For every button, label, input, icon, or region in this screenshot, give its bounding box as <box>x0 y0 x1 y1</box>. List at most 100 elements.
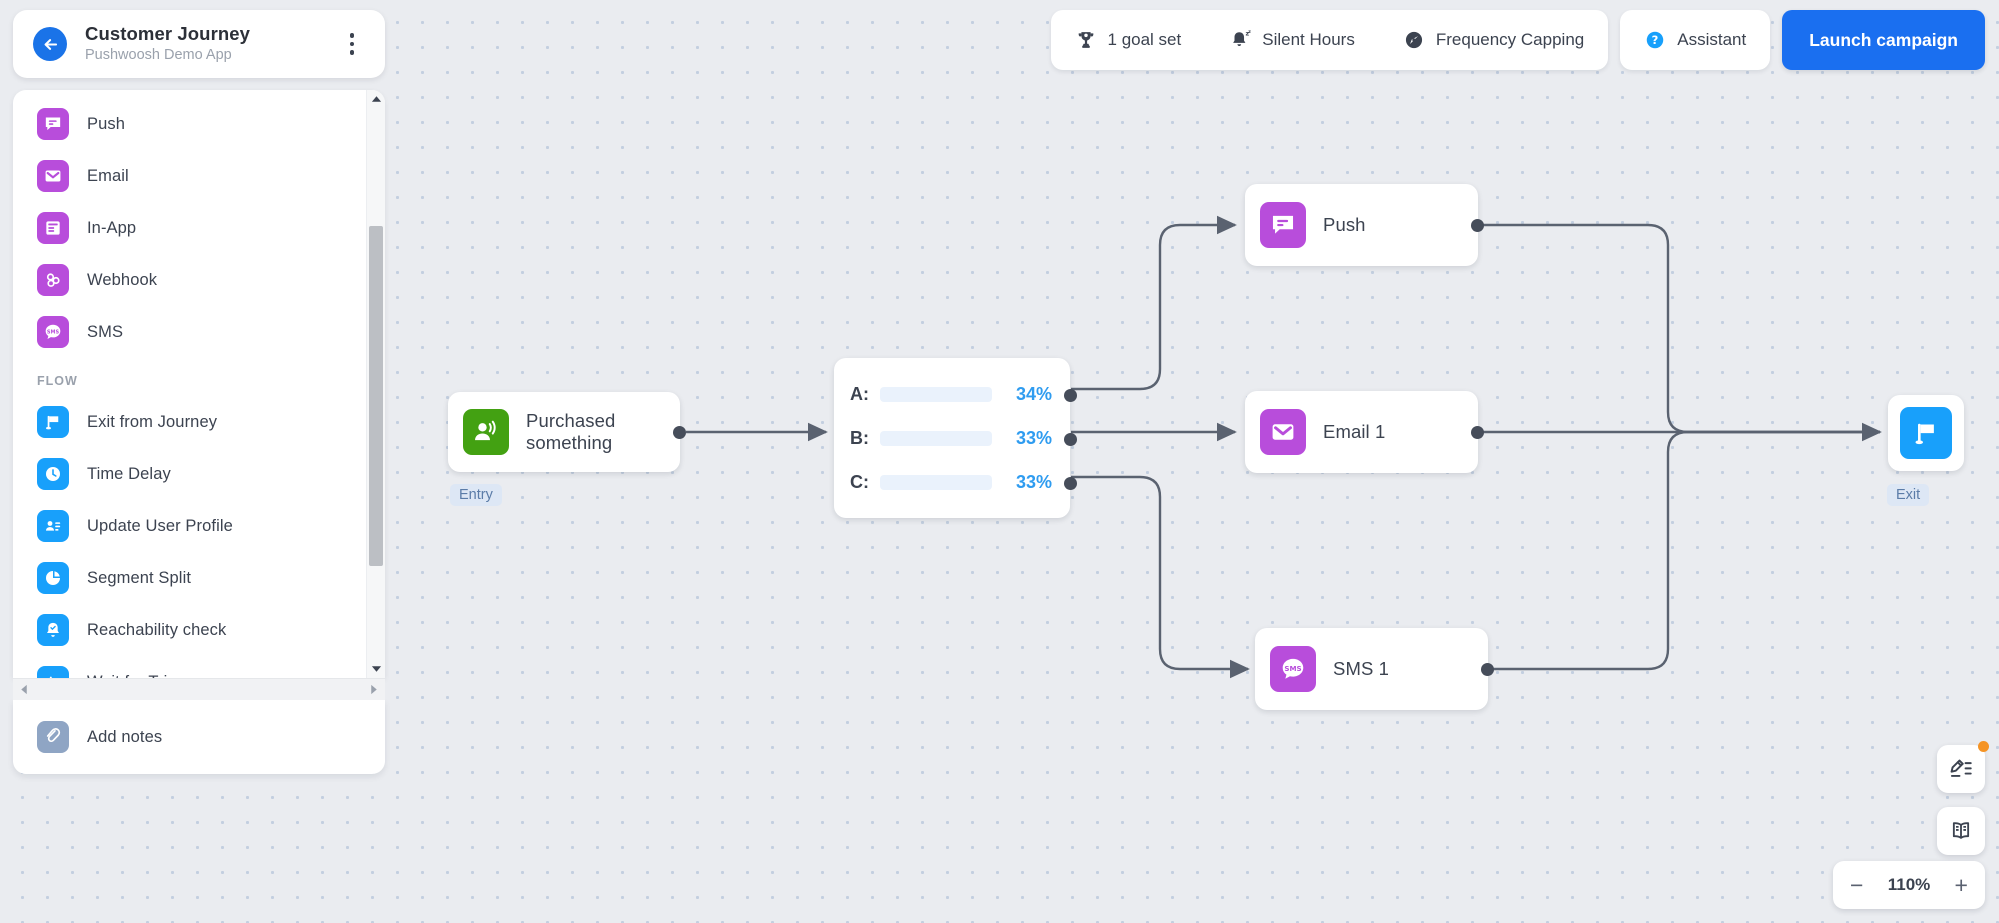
zoom-controls: − 110% + <box>1833 861 1985 909</box>
split-letter-a: A: <box>850 383 869 404</box>
audience-icon <box>463 409 509 455</box>
svg-text:z: z <box>1249 30 1252 35</box>
user-card-icon <box>37 510 69 542</box>
exit-badge: Exit <box>1887 484 1930 506</box>
launch-campaign-label: Launch campaign <box>1809 29 1958 50</box>
output-port-entry[interactable] <box>673 426 686 439</box>
back-arrow-icon[interactable] <box>33 27 67 61</box>
notes-icon <box>37 721 69 753</box>
node-entry-purchased-something[interactable]: Purchased something <box>448 392 686 472</box>
split-track-c <box>880 474 992 490</box>
scroll-right-arrow-icon[interactable] <box>363 679 385 700</box>
journey-header: Customer Journey Pushwoosh Demo App <box>13 10 385 78</box>
add-notes-card: Add notes <box>13 700 385 774</box>
left-panel: Customer Journey Pushwoosh Demo App Pu <box>13 10 385 774</box>
sms-icon: SMS <box>1270 646 1316 692</box>
palette-label-segment-split: Segment Split <box>87 568 192 587</box>
palette-label-in-app: In-App <box>87 218 137 237</box>
palette-item-in-app[interactable]: In-App <box>25 202 354 254</box>
goal-set-button[interactable]: 1 goal set <box>1051 10 1206 70</box>
output-port-sms[interactable] <box>1481 662 1494 676</box>
palette-item-push[interactable]: Push <box>25 98 354 150</box>
sms-icon: SMS <box>37 316 69 348</box>
palette-item-sms[interactable]: SMS SMS <box>25 306 354 358</box>
split-letter-b: B: <box>850 427 869 448</box>
email-icon <box>1260 409 1306 455</box>
node-email-1[interactable]: Email 1 <box>1245 391 1484 473</box>
palette-scroll-area[interactable]: Push Email <box>13 90 366 678</box>
guide-fab[interactable] <box>1937 807 1985 855</box>
scroll-left-arrow-icon[interactable] <box>13 684 35 695</box>
palette-item-exit-from-journey[interactable]: Exit from Journey <box>25 396 354 448</box>
webhook-icon <box>37 264 69 296</box>
svg-text:SMS: SMS <box>47 329 60 335</box>
push-icon <box>1260 202 1306 248</box>
output-port-split-a[interactable] <box>1063 389 1077 402</box>
node-abn-split[interactable]: A: 34% B: 33% C: 33% <box>834 358 1077 518</box>
kebab-menu-icon[interactable] <box>341 29 363 59</box>
silent-hours-label: Silent Hours <box>1262 30 1355 49</box>
split-percent-c: 33% <box>1015 471 1052 492</box>
scroll-up-arrow-icon[interactable] <box>367 90 385 108</box>
add-notes-label: Add notes <box>87 727 163 746</box>
zoom-level-value: 110% <box>1887 875 1931 894</box>
assistant-label: Assistant <box>1677 30 1747 49</box>
exit-flag-icon <box>1900 407 1952 459</box>
node-palette: Push Email <box>13 90 385 678</box>
email-icon <box>37 160 69 192</box>
palette-item-update-user-profile[interactable]: Update User Profile <box>25 500 354 552</box>
palette-label-push: Push <box>87 114 126 133</box>
top-toolbar: 1 goal set z z Silent Hours <box>1050 10 1985 70</box>
zoom-in-button[interactable]: + <box>1954 871 1968 898</box>
palette-item-segment-split[interactable]: Segment Split <box>25 552 354 604</box>
edit-notes-fab[interactable] <box>1937 741 1989 793</box>
palette-label-time-delay: Time Delay <box>87 464 171 483</box>
question-circle-icon: ? <box>1644 29 1666 51</box>
frequency-capping-button[interactable]: Frequency Capping <box>1379 10 1608 70</box>
page-title: Customer Journey <box>85 23 251 45</box>
trophy-icon <box>1075 29 1097 51</box>
palette-vertical-scrollbar[interactable] <box>366 90 385 678</box>
add-notes-button[interactable]: Add notes <box>25 711 174 763</box>
palette-item-email[interactable]: Email <box>25 150 354 202</box>
split-branch-c: C: 33% <box>850 460 1052 504</box>
notification-dot <box>1978 741 1989 752</box>
launch-campaign-button[interactable]: Launch campaign <box>1782 10 1985 70</box>
svg-text:z: z <box>1246 30 1250 38</box>
node-label-email: Email 1 <box>1323 421 1386 442</box>
palette-section-flow: FLOW <box>37 374 78 388</box>
palette-item-wait-for-trigger[interactable]: Wait for Trigger <box>25 656 354 678</box>
palette-label-update-user-profile: Update User Profile <box>87 516 233 535</box>
zoom-out-button[interactable]: − <box>1850 871 1864 898</box>
palette-item-reachability-check[interactable]: Reachability check <box>25 604 354 656</box>
palette-label-sms: SMS <box>87 322 124 341</box>
palette-horizontal-scrollbar[interactable] <box>13 678 385 700</box>
svg-text:SMS: SMS <box>1284 664 1301 673</box>
palette-item-time-delay[interactable]: Time Delay <box>25 448 354 500</box>
output-port-split-b[interactable] <box>1063 433 1077 446</box>
clock-icon <box>37 458 69 490</box>
node-exit[interactable] <box>1888 395 1964 471</box>
node-push[interactable]: Push <box>1245 184 1484 266</box>
output-port-push[interactable] <box>1471 218 1484 232</box>
palette-label-wait-for-trigger: Wait for Trigger <box>87 673 201 679</box>
split-track-b <box>880 430 992 446</box>
node-sms-1[interactable]: SMS SMS 1 <box>1255 628 1494 710</box>
palette-item-webhook[interactable]: Webhook <box>25 254 354 306</box>
output-port-email[interactable] <box>1471 425 1484 439</box>
assistant-button[interactable]: ? Assistant <box>1620 10 1770 70</box>
silent-hours-button[interactable]: z z Silent Hours <box>1205 10 1379 70</box>
split-percent-a: 34% <box>1015 383 1052 404</box>
palette-scroll-thumb[interactable] <box>369 226 383 566</box>
node-label-line1: Purchased <box>526 410 616 431</box>
split-branch-a: A: 34% <box>850 372 1052 416</box>
pulse-icon <box>37 666 69 678</box>
node-label-sms: SMS 1 <box>1333 658 1390 679</box>
speedometer-icon <box>1403 29 1425 51</box>
output-port-split-c[interactable] <box>1063 477 1077 490</box>
bell-sleep-icon: z z <box>1229 29 1251 51</box>
split-track-a <box>880 386 992 402</box>
node-label-push: Push <box>1323 214 1366 235</box>
scroll-down-arrow-icon[interactable] <box>367 660 385 678</box>
